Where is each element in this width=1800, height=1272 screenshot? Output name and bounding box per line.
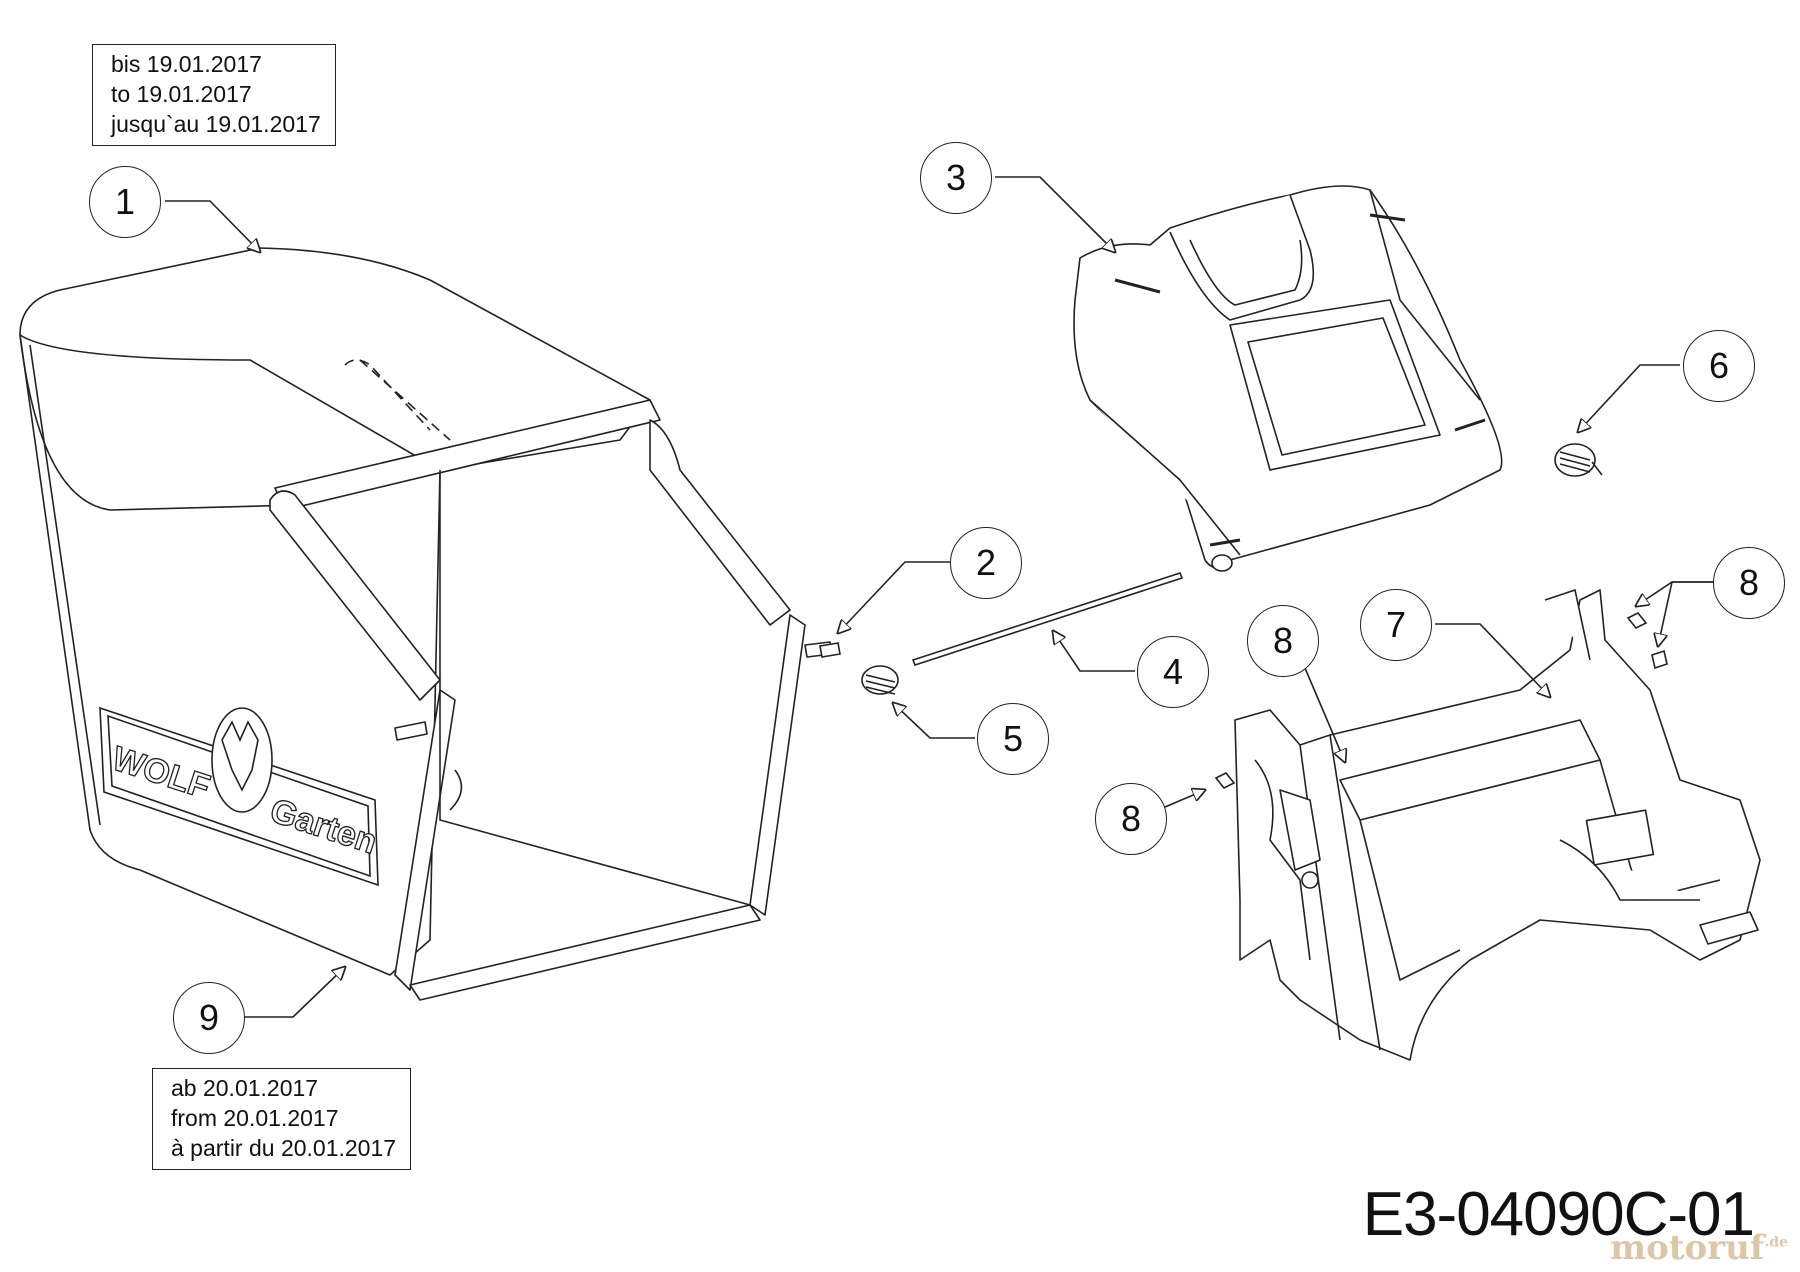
watermark-name: motoruf (1610, 1228, 1765, 1268)
spring-part-5 (861, 665, 899, 695)
callout-2[interactable]: 2 (950, 527, 1022, 599)
callout-1[interactable]: 1 (89, 166, 161, 238)
note-line: from 20.01.2017 (171, 1105, 339, 1131)
note-line: jusqu`au 19.01.2017 (111, 111, 321, 137)
fox-head-icon (211, 707, 273, 813)
motoruf-watermark: motoruf.de (1610, 1228, 1788, 1268)
drawing-code: E3-04090C-01 (1362, 1180, 1755, 1249)
watermark-tld: .de (1764, 1234, 1788, 1251)
callout-8-center[interactable]: 8 (1247, 605, 1319, 677)
note-line: bis 19.01.2017 (111, 51, 262, 77)
rear-bracket (1234, 589, 1761, 1061)
spring-part-6 (1554, 443, 1603, 477)
pin-part (819, 642, 841, 658)
note-line: à partir du 20.01.2017 (171, 1135, 397, 1161)
callout-9[interactable]: 9 (173, 982, 245, 1054)
callout-8-left[interactable]: 8 (1095, 783, 1167, 855)
note-line: ab 20.01.2017 (171, 1075, 319, 1101)
leader-lines (165, 176, 1718, 1018)
note-line: to 19.01.2017 (111, 81, 252, 107)
flap-cover (1073, 185, 1503, 572)
callout-7[interactable]: 7 (1360, 589, 1432, 661)
grass-catcher-bag (19, 247, 833, 1001)
callout-6[interactable]: 6 (1683, 330, 1755, 402)
wolf-garten-logo: WOLF Garten (99, 706, 382, 887)
callout-8-right[interactable]: 8 (1713, 547, 1785, 619)
callout-5[interactable]: 5 (977, 703, 1049, 775)
callout-4[interactable]: 4 (1137, 636, 1209, 708)
validity-note-from: ab 20.01.2017 from 20.01.2017 à partir d… (152, 1068, 412, 1170)
clip-parts (1214, 611, 1668, 790)
callout-3[interactable]: 3 (920, 142, 992, 214)
validity-note-until: bis 19.01.2017 to 19.01.2017 jusqu`au 19… (92, 44, 336, 146)
rod-part (911, 572, 1184, 666)
